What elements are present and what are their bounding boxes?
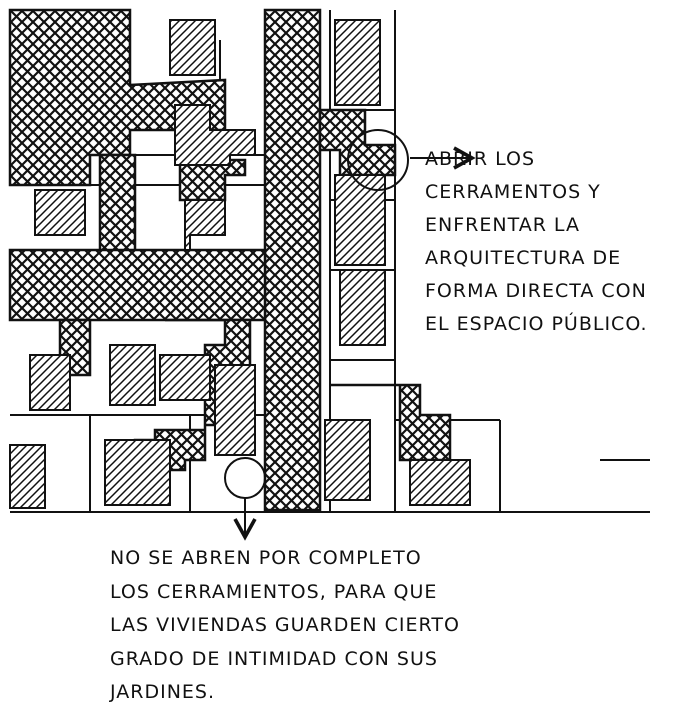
annotation-bottom-line: jardines. [110, 681, 216, 703]
callout-circle-right [347, 129, 409, 191]
annotation-right-line: cerramentos y [425, 181, 601, 203]
annotation-bottom-line: las viviendas guarden cierto [110, 614, 460, 636]
annotation-right-line: el espacio público. [425, 313, 648, 335]
public-space-crosshatch [8, 8, 452, 512]
annotation-right-line: arquitectura de [425, 247, 622, 269]
annotation-bottom-line: grado de intimidad con sus [110, 647, 438, 670]
annotation-right-line: forma directa con [425, 280, 647, 302]
annotation-right-line: enfrentar la [425, 214, 580, 236]
annotation-right: Abrir los cerramentos y enfrentar la arq… [425, 143, 675, 341]
annotation-bottom-line: No se abren por completo [110, 547, 422, 569]
callout-circle-bottom [224, 457, 266, 499]
annotation-bottom-line: los cerramientos, para que [110, 580, 438, 603]
annotation-right-line: Abrir los [425, 148, 536, 170]
buildings-hatch [9, 19, 471, 509]
annotation-bottom: No se abren por completo los cerramiento… [110, 542, 610, 710]
